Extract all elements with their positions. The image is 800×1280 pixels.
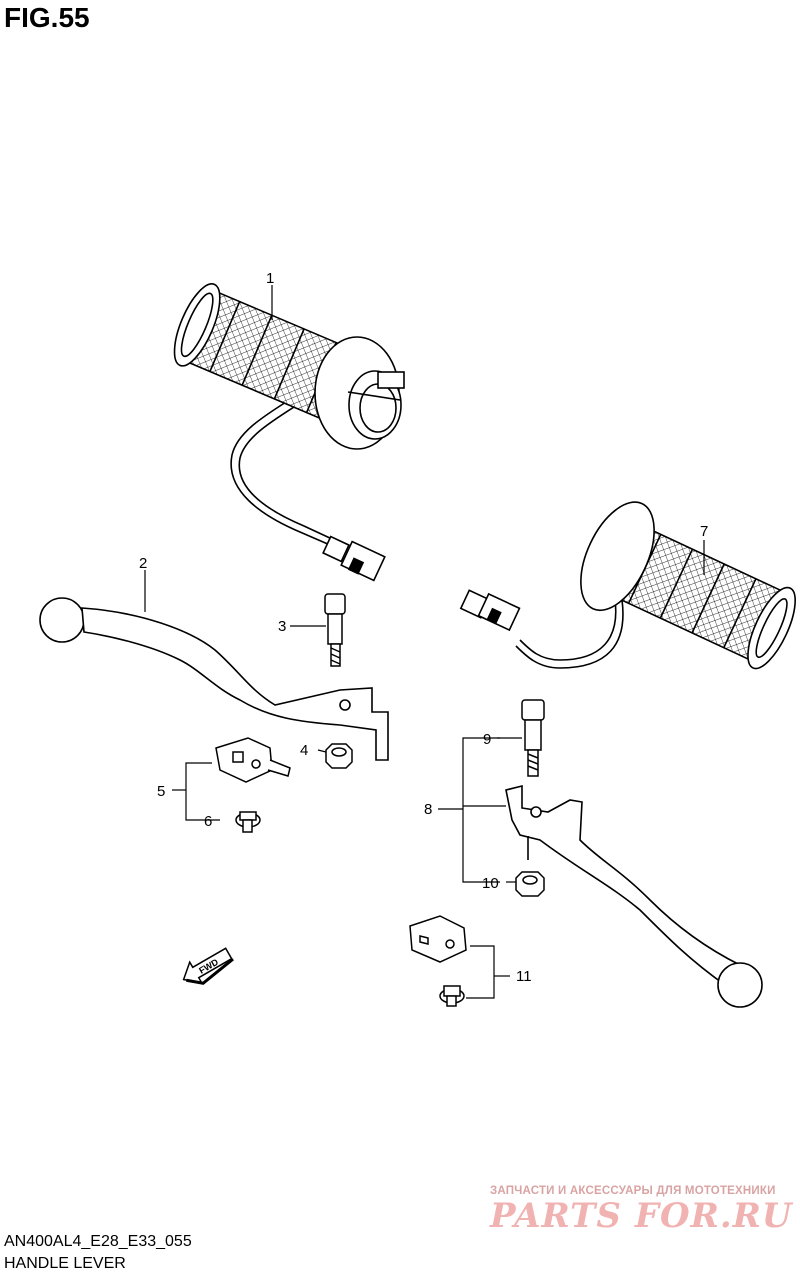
right-grip-part-7 xyxy=(459,501,796,670)
nut-part-10 xyxy=(515,871,545,897)
callout-5: 5 xyxy=(157,783,165,800)
switch-part-11 xyxy=(409,915,467,1007)
callout-7: 7 xyxy=(700,523,708,540)
callout-2: 2 xyxy=(139,555,147,572)
callout-6: 6 xyxy=(204,813,212,830)
leader-lines xyxy=(144,285,705,999)
left-grip-part-1 xyxy=(173,283,405,582)
bolt-part-9 xyxy=(521,699,545,777)
callout-4: 4 xyxy=(300,742,308,759)
callout-1: 1 xyxy=(266,270,274,287)
watermark-tagline: ЗАПЧАСТИ И АКСЕССУАРЫ ДЛЯ МОТОТЕХНИКИ xyxy=(490,1185,776,1197)
callout-10: 10 xyxy=(482,875,499,892)
left-lever-part-2 xyxy=(39,597,389,761)
screw-part-6 xyxy=(235,811,261,833)
fwd-arrow-icon: FWD xyxy=(182,947,234,985)
switch-part-5 xyxy=(215,737,291,783)
figure-name: HANDLE LEVER xyxy=(4,1255,126,1272)
nut-part-4 xyxy=(325,743,353,769)
callout-3: 3 xyxy=(278,618,286,635)
callout-8: 8 xyxy=(424,801,432,818)
callout-11: 11 xyxy=(516,968,532,985)
figure-title: FIG.55 xyxy=(4,2,90,33)
bolt-part-3 xyxy=(324,593,346,667)
watermark-logo: PARTS FOR.RU xyxy=(490,1196,793,1236)
figure-code: AN400AL4_E28_E33_055 xyxy=(4,1233,192,1250)
right-lever-part-8 xyxy=(505,784,763,1008)
callout-9: 9 xyxy=(483,731,491,748)
